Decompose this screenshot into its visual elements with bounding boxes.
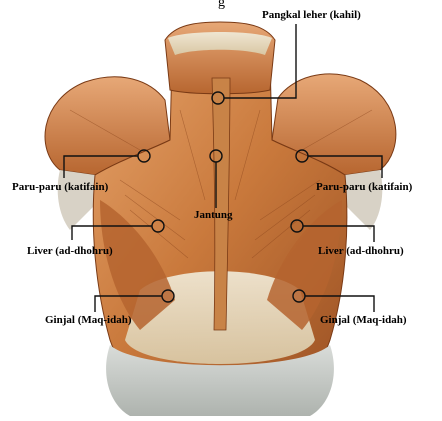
label-liver-left: Liver (ad-dhohru) <box>27 245 113 258</box>
left-arm <box>58 170 95 230</box>
label-lung-left: Paru-paru (katifain) <box>12 181 108 194</box>
label-kidney-left: Ginjal (Maq-idah) <box>45 314 131 327</box>
label-liver-right: Liver (ad-dhohru) <box>318 245 404 258</box>
label-heart: Jantung <box>194 209 233 222</box>
right-arm <box>345 170 382 230</box>
label-neck: Pangkal leher (kahil) <box>262 9 361 22</box>
label-kidney-right: Ginjal (Maq-idah) <box>320 314 406 327</box>
label-lung-right: Paru-paru (katifain) <box>316 181 412 194</box>
partial-top-text: g <box>218 0 225 9</box>
